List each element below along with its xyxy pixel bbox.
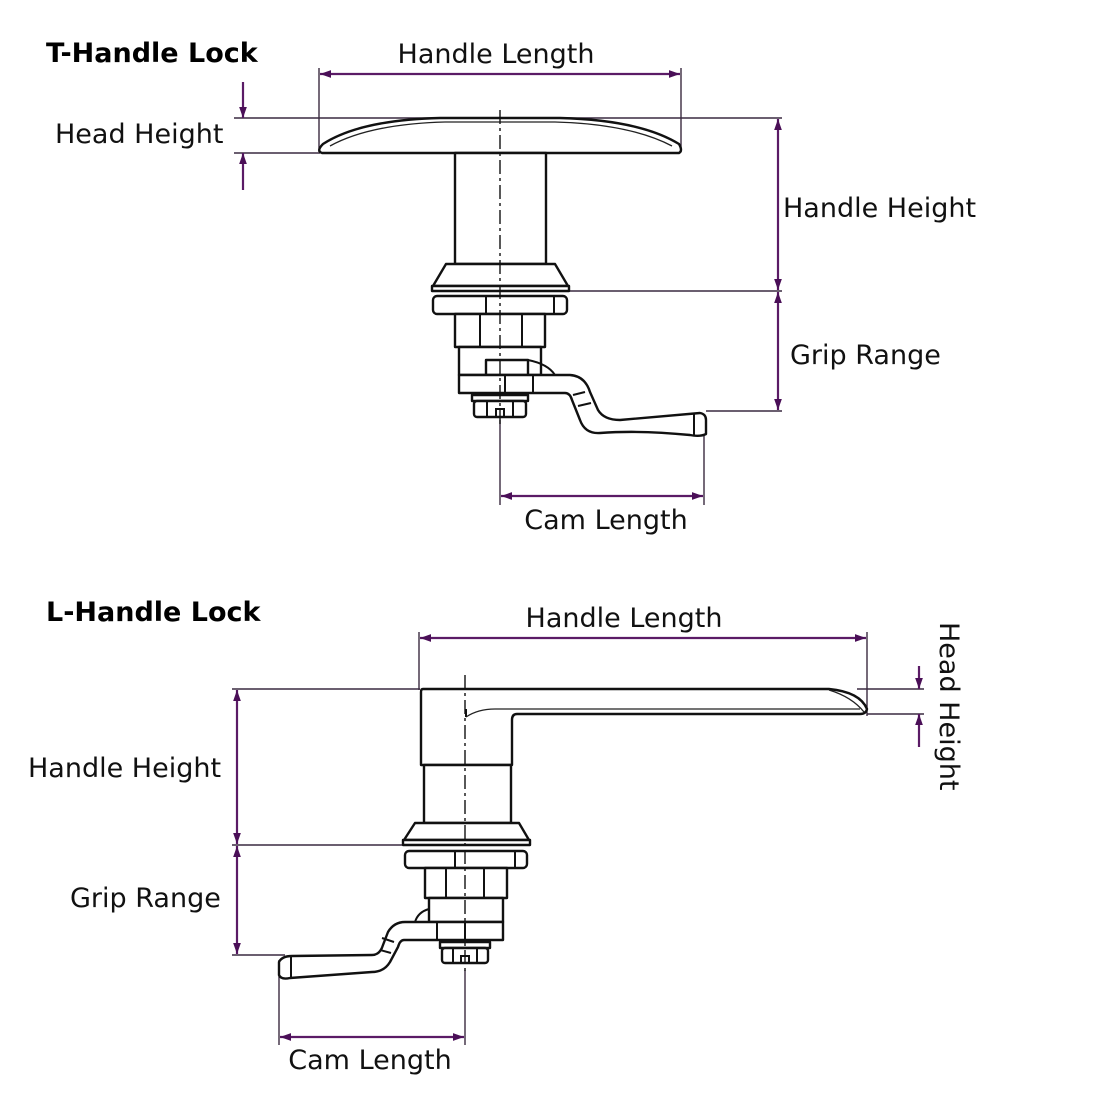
t-head-height-label: Head Height <box>55 119 223 150</box>
l-handle-title: L-Handle Lock <box>46 597 262 628</box>
l-handle-washer <box>401 838 532 847</box>
t-handle-length-label: Handle Length <box>398 39 595 70</box>
t-handle-section: T-Handle Lock Handle Length Head Height … <box>46 38 976 536</box>
l-handle-body <box>423 866 509 900</box>
l-handle-shaft <box>422 763 513 825</box>
l-handle-lever <box>419 687 869 767</box>
l-handle-lower-body <box>427 896 505 924</box>
t-handle-lock-drawing <box>318 110 708 437</box>
l-handle-height-label: Handle Height <box>28 753 221 784</box>
l-handle-length-label: Handle Length <box>526 603 723 634</box>
t-handle-title: T-Handle Lock <box>46 38 259 69</box>
t-handle-head-bevel <box>329 121 673 147</box>
l-handle-section: L-Handle Lock Handle Length Head Height … <box>28 597 964 1076</box>
l-handle-lock-drawing <box>277 675 869 980</box>
t-cam-length-label: Cam Length <box>524 505 687 536</box>
l-handle-hex-nut <box>403 849 529 870</box>
l-grip-range-label: Grip Range <box>70 883 221 914</box>
l-handle-cam <box>277 920 505 980</box>
l-head-height-label: Head Height <box>933 622 964 790</box>
t-grip-range-label: Grip Range <box>790 340 941 371</box>
l-cam-length-label: Cam Length <box>288 1045 451 1076</box>
t-handle-height-label: Handle Height <box>783 193 976 224</box>
l-handle-bezel <box>402 821 531 842</box>
